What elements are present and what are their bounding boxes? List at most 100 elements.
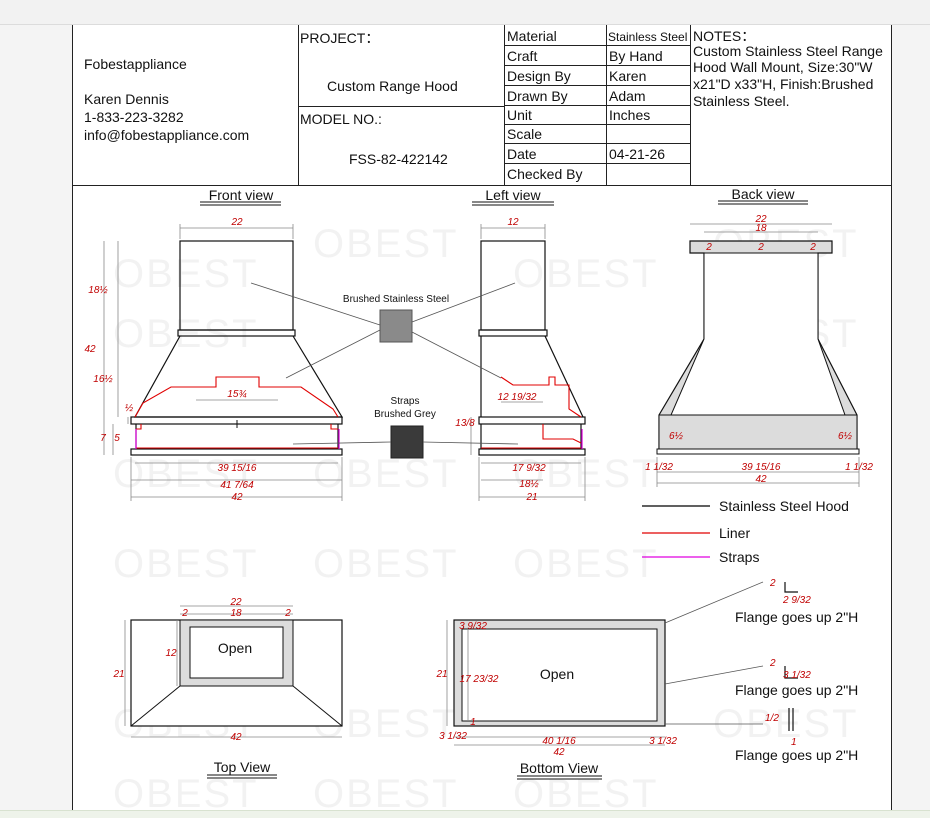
dim-label: 41 7/64	[220, 480, 254, 491]
back-view-title: Back view	[731, 186, 795, 202]
watermark: OBEST	[113, 312, 259, 356]
watermark: OBEST	[313, 222, 459, 266]
company-name: Fobestappliance	[84, 56, 187, 72]
contact-email: info@fobestappliance.com	[84, 127, 250, 143]
dim-label: 2	[705, 242, 712, 253]
dim-label: 1	[791, 737, 797, 748]
notes-line: Hood Wall Mount, Size:30"W	[693, 59, 873, 75]
dim-label: 2	[181, 608, 188, 619]
spec-value: 04-21-26	[609, 146, 666, 162]
dim-label: 12	[165, 648, 177, 659]
spec-label: Unit	[507, 107, 532, 123]
spec-value: Inches	[609, 107, 651, 123]
spec-value: By Hand	[609, 48, 663, 64]
project-label: PROJECT：	[300, 30, 380, 46]
legend-label: Straps	[719, 549, 759, 565]
swatch-brushed-steel	[379, 309, 413, 343]
contact-name: Karen Dennis	[84, 91, 169, 107]
dim-label: 3 1/32	[783, 670, 811, 681]
notes-title: NOTES：	[693, 28, 756, 44]
dim-label: 22	[230, 217, 243, 228]
viewer-toolbar	[0, 0, 930, 25]
spec-label: Date	[507, 146, 537, 162]
watermark: OBEST	[113, 542, 259, 586]
dim-label: 42	[84, 344, 96, 355]
legend-label: Stainless Steel Hood	[719, 498, 849, 514]
title-block: Fobestappliance Karen Dennis 1-833-223-3…	[73, 25, 891, 186]
bottom-view	[453, 619, 666, 727]
notes-line: x21"D x33"H, Finish:Brushed	[693, 76, 874, 92]
left-view-title: Left view	[485, 187, 541, 203]
watermark: OBEST	[313, 452, 459, 496]
spec-value: Adam	[609, 88, 646, 104]
dim-label: 3 9/32	[459, 621, 487, 632]
spec-value: Karen	[609, 68, 647, 84]
dim-label: 12	[507, 217, 519, 228]
dim-label: 18	[755, 223, 767, 234]
notes-line: Custom Stainless Steel Range	[693, 43, 883, 59]
dim-label: 1	[470, 717, 476, 728]
spec-label: Scale	[507, 126, 543, 142]
flange-note: Flange goes up 2"H	[735, 682, 858, 698]
dim-label: 1/2	[765, 713, 779, 724]
dim-label: 1 1/32	[845, 462, 873, 473]
flange-note: Flange goes up 2"H	[735, 609, 858, 625]
dim-label: 2	[757, 242, 764, 253]
callout-straps: Straps	[391, 396, 420, 407]
front-straps	[135, 429, 340, 449]
spec-label: Design By	[507, 68, 571, 84]
watermark: OBEST	[513, 772, 659, 810]
dim-label: 16½	[93, 374, 113, 385]
spec-label: Drawn By	[507, 88, 568, 104]
top-view	[130, 619, 343, 727]
watermark: OBEST	[513, 542, 659, 586]
dim-label: 5	[114, 433, 120, 444]
dim-label: 42	[553, 747, 565, 758]
dim-label: 3 1/32	[439, 731, 467, 742]
legend-label: Liner	[719, 525, 750, 541]
drawing-sheet: Fobestappliance Karen Dennis 1-833-223-3…	[72, 25, 892, 810]
flange-detail-2: 2 3 1/32 Flange goes up 2"H	[735, 658, 858, 698]
callout-straps-finish: Brushed Grey	[374, 409, 436, 420]
drawing-canvas: OBEST OBEST OBEST OBEST OBEST OBEST OBES…	[84, 186, 873, 810]
dim-label: 22	[754, 214, 767, 225]
back-view	[656, 240, 860, 455]
watermark: OBEST	[513, 252, 659, 296]
dim-label: 22	[229, 597, 242, 608]
dim-label: 7	[100, 433, 106, 444]
spec-value: Stainless Steel	[608, 30, 688, 44]
dim-label: 6½	[838, 431, 853, 442]
dim-label: 39 15/16	[218, 463, 257, 474]
spec-label: Checked By	[507, 166, 583, 182]
flange-detail-1: 2 2 9/32 Flange goes up 2"H	[735, 578, 858, 625]
flange-detail-3: 1/2 1 Flange goes up 2"H	[735, 708, 858, 763]
model-label: MODEL NO.:	[300, 111, 382, 127]
dim-label: 18½	[88, 285, 108, 296]
dim-label: 3 1/32	[649, 736, 677, 747]
dim-label: 6½	[669, 431, 684, 442]
spec-label: Material	[507, 28, 557, 44]
bottom-view-title: Bottom View	[520, 760, 599, 776]
top-open-label: Open	[218, 640, 252, 656]
project-value: Custom Range Hood	[327, 78, 458, 94]
line-legend: Stainless Steel Hood Liner Straps	[642, 498, 849, 565]
bottom-open-label: Open	[540, 666, 574, 682]
notes-line: Stainless Steel.	[693, 93, 790, 109]
front-view-title: Front view	[209, 187, 274, 203]
dim-label: 1 1/32	[645, 462, 673, 473]
top-view-title: Top View	[214, 759, 271, 775]
watermark: OBEST	[113, 252, 259, 296]
front-view	[130, 240, 344, 456]
dim-label: 15¾	[227, 389, 246, 400]
material-callouts: Brushed Stainless Steel Straps Brushed G…	[250, 282, 519, 459]
dim-label: 2	[809, 242, 816, 253]
dim-label: 39 15/16	[742, 462, 781, 473]
dim-label: 12 19/32	[498, 392, 537, 403]
callout-brushed: Brushed Stainless Steel	[343, 294, 449, 305]
dim-label: 18½	[519, 479, 539, 490]
dim-label: 21	[112, 669, 124, 680]
dim-label: 2	[769, 658, 776, 669]
dim-label: 17 23/32	[460, 674, 499, 685]
dim-label: 40 1/16	[542, 736, 576, 747]
dim-label: 21	[525, 492, 537, 503]
